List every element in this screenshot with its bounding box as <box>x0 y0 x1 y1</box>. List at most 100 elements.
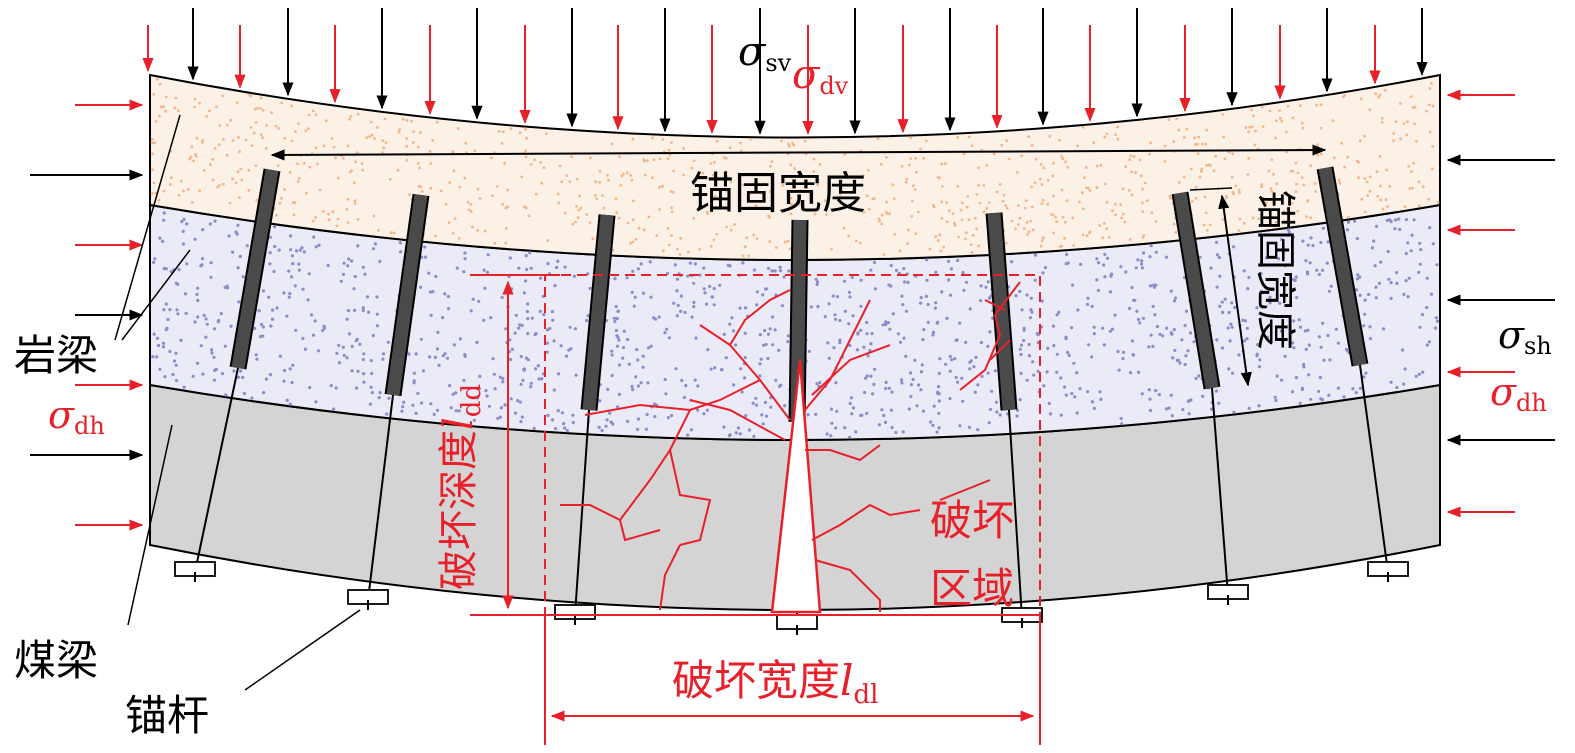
texture-dot <box>1017 223 1020 226</box>
texture-dot <box>1040 202 1044 205</box>
texture-dot <box>454 409 458 413</box>
texture-dot <box>1314 190 1317 194</box>
texture-dot <box>1319 345 1323 349</box>
texture-dot <box>1060 244 1063 248</box>
texture-dot <box>1076 308 1080 312</box>
texture-dot <box>1248 126 1251 129</box>
texture-dot <box>275 213 278 217</box>
texture-dot <box>1174 231 1178 234</box>
texture-dot <box>236 266 240 270</box>
texture-dot <box>181 242 185 246</box>
texture-dot <box>227 234 231 238</box>
texture-dot <box>1210 407 1214 411</box>
texture-dot <box>1394 120 1398 123</box>
texture-dot <box>498 415 502 419</box>
texture-dot <box>1317 335 1321 339</box>
texture-dot <box>1172 222 1176 226</box>
texture-dot <box>855 348 860 352</box>
texture-dot <box>1079 262 1083 266</box>
texture-dot <box>1344 347 1349 351</box>
texture-dot <box>1307 373 1311 377</box>
texture-dot <box>655 234 659 237</box>
sigma-sv-label: σsv <box>738 29 792 77</box>
texture-dot <box>540 181 544 185</box>
texture-dot <box>526 302 530 306</box>
texture-dot <box>710 295 714 299</box>
texture-dot <box>979 284 983 288</box>
texture-dot <box>518 400 522 404</box>
texture-dot <box>703 291 707 295</box>
texture-dot <box>1078 387 1082 391</box>
texture-dot <box>1119 416 1123 421</box>
texture-dot <box>1047 401 1051 406</box>
texture-dot <box>842 226 846 230</box>
texture-dot <box>211 178 215 182</box>
texture-dot <box>277 248 281 252</box>
texture-dot <box>1208 223 1212 227</box>
texture-dot <box>1299 104 1302 108</box>
anchor-bolt <box>347 193 430 610</box>
texture-dot <box>937 371 941 375</box>
texture-dot <box>571 413 575 417</box>
texture-dot <box>280 196 283 200</box>
texture-dot <box>764 342 768 347</box>
texture-dot <box>1319 126 1323 130</box>
texture-dot <box>807 349 812 353</box>
texture-dot <box>995 410 999 414</box>
texture-dot <box>1393 218 1398 222</box>
texture-dot <box>270 317 275 321</box>
texture-dot <box>793 167 796 170</box>
texture-dot <box>947 209 951 213</box>
texture-dot <box>848 435 852 439</box>
texture-dot <box>683 310 687 315</box>
texture-dot <box>367 310 371 314</box>
texture-dot <box>417 184 421 188</box>
texture-dot <box>1303 329 1307 333</box>
texture-dot <box>752 434 756 438</box>
texture-dot <box>165 326 169 330</box>
texture-dot <box>339 279 343 283</box>
texture-dot <box>765 414 769 418</box>
texture-dot <box>268 251 272 255</box>
texture-dot <box>411 141 415 144</box>
texture-dot <box>709 162 713 165</box>
texture-dot <box>774 378 778 382</box>
texture-dot <box>1431 145 1435 148</box>
texture-dot <box>642 228 646 232</box>
anchor-bolt <box>1171 191 1249 605</box>
texture-dot <box>1409 249 1413 253</box>
texture-dot <box>1120 422 1124 426</box>
texture-dot <box>1405 133 1409 137</box>
texture-dot <box>990 389 994 393</box>
texture-dot <box>818 163 822 166</box>
texture-dot <box>1148 284 1153 288</box>
sigma-dh-label-right: σdh <box>1490 370 1547 417</box>
texture-dot <box>1130 170 1134 174</box>
texture-dot <box>434 234 437 238</box>
texture-dot <box>619 184 623 187</box>
texture-dot <box>770 160 774 164</box>
texture-dot <box>834 426 838 430</box>
texture-dot <box>1042 166 1046 170</box>
texture-dot <box>903 280 907 284</box>
texture-dot <box>666 416 671 420</box>
texture-dot <box>1351 387 1355 391</box>
texture-dot <box>247 168 251 172</box>
texture-dot <box>1408 187 1412 190</box>
texture-dot <box>1027 230 1031 234</box>
texture-dot <box>669 190 673 193</box>
texture-dot <box>202 169 206 172</box>
texture-dot <box>648 260 652 264</box>
texture-dot <box>848 343 852 348</box>
texture-dot <box>1220 300 1224 304</box>
texture-dot <box>1141 210 1145 214</box>
texture-dot <box>613 276 617 280</box>
texture-dot <box>931 330 936 334</box>
texture-dot <box>1075 411 1079 415</box>
texture-dot <box>671 190 675 194</box>
texture-dot <box>906 242 909 246</box>
texture-dot <box>274 124 278 128</box>
texture-dot <box>777 348 781 352</box>
texture-dot <box>713 366 717 370</box>
texture-dot <box>968 367 972 371</box>
